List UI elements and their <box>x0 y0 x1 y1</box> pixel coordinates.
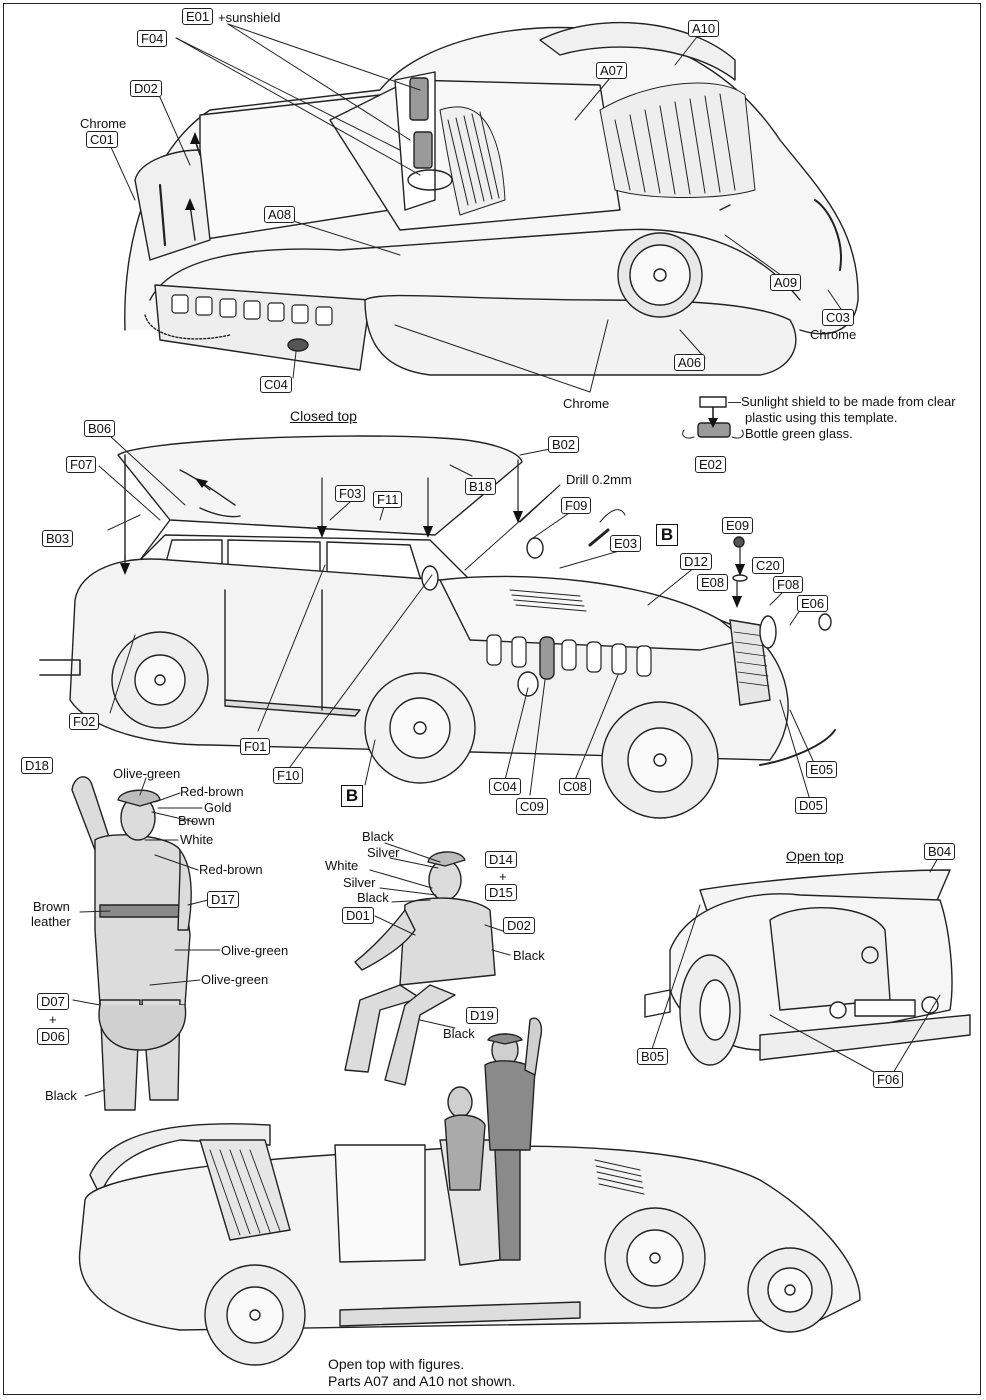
label-d18: D18 <box>21 757 53 774</box>
chrome-note-c03: Chrome <box>810 327 857 342</box>
label-e05: E05 <box>806 761 838 778</box>
label-b04: B04 <box>924 843 956 860</box>
color-olive-green-cap: Olive-green <box>113 766 181 781</box>
car-open-top-with-figures <box>78 1017 861 1366</box>
color-white-collar: White <box>180 832 214 847</box>
top-view-leaders <box>109 23 846 393</box>
drill-note: Drill 0.2mm <box>566 472 632 487</box>
color-black-boots: Black <box>45 1088 77 1103</box>
plus-d14-d15: + <box>499 869 507 884</box>
color-brown: Brown <box>178 813 215 828</box>
color-black-belt: Black <box>513 948 545 963</box>
bottom-caption: Open top with figures. Parts A07 and A10… <box>328 1356 516 1390</box>
label-e01: E01 <box>182 8 214 25</box>
label-f11: F11 <box>373 491 403 508</box>
color-silver-cap: Silver <box>367 845 400 860</box>
color-gold: Gold <box>204 800 232 815</box>
label-f10: F10 <box>273 767 304 784</box>
label-c08: C08 <box>559 778 591 795</box>
callout-b-bottom: B <box>341 785 363 807</box>
label-b03: B03 <box>42 530 74 547</box>
color-red-brown-band: Red-brown <box>199 862 263 877</box>
car-closed-top-view <box>39 435 836 819</box>
label-f02: F02 <box>69 713 100 730</box>
caption-line-2: Parts A07 and A10 not shown. <box>328 1373 516 1389</box>
color-black-legs: Black <box>443 1026 475 1041</box>
open-top-title: Open top <box>786 848 844 864</box>
label-a07: A07 <box>596 62 628 79</box>
driver-leaders <box>369 842 511 1029</box>
sunlight-note-line3: Bottle green glass. <box>745 426 853 441</box>
label-d19: D19 <box>466 1007 498 1024</box>
color-olive-green-trousers: Olive-green <box>201 972 269 987</box>
label-d07: D07 <box>37 993 69 1010</box>
label-b18: B18 <box>465 478 497 495</box>
color-white-driver: White <box>325 858 359 873</box>
label-c04-closed: C04 <box>489 778 521 795</box>
label-e03: E03 <box>610 535 642 552</box>
open-top-leaders <box>649 857 941 1079</box>
label-f07: F07 <box>66 456 97 473</box>
label-d02-top: D02 <box>130 80 162 97</box>
label-e06: E06 <box>797 595 829 612</box>
callout-b-top: B <box>656 524 678 546</box>
label-e09: E09 <box>722 517 754 534</box>
label-d01: D01 <box>342 907 374 924</box>
label-a06: A06 <box>674 354 706 371</box>
label-f09: F09 <box>561 497 592 514</box>
plus-d07-d06: + <box>49 1012 57 1027</box>
color-olive-green-tunic: Olive-green <box>221 943 289 958</box>
caption-line-1: Open top with figures. <box>328 1356 465 1372</box>
label-f04: F04 <box>137 30 168 47</box>
closed-top-title: Closed top <box>290 408 357 424</box>
car-top-interior-view <box>124 21 859 376</box>
page-border <box>3 3 981 1395</box>
label-a09: A09 <box>770 274 802 291</box>
label-d17: D17 <box>207 891 239 908</box>
closed-top-leaders <box>98 435 816 801</box>
sunlight-note-line1: —Sunlight shield to be made from clear <box>728 394 956 409</box>
label-f01: F01 <box>240 738 271 755</box>
figure-officer-standing <box>71 776 192 1111</box>
label-b06: B06 <box>84 420 116 437</box>
label-f08: F08 <box>773 576 804 593</box>
label-d05: D05 <box>795 797 827 814</box>
label-f03: F03 <box>335 485 366 502</box>
color-silver-collar: Silver <box>343 875 376 890</box>
sunshield-template <box>682 396 744 439</box>
label-e02: E02 <box>695 456 727 473</box>
chrome-note-c01: Chrome <box>80 116 127 131</box>
label-a10: A10 <box>688 20 720 37</box>
label-c01: C01 <box>86 131 118 148</box>
label-a08: A08 <box>264 206 296 223</box>
figure-seated-driver <box>344 851 496 1086</box>
label-c09: C09 <box>516 798 548 815</box>
label-d06: D06 <box>37 1028 69 1045</box>
label-d02-driver: D02 <box>503 917 535 934</box>
color-black-cap: Black <box>362 829 394 844</box>
color-red-brown-cap: Red-brown <box>180 784 244 799</box>
label-d14: D14 <box>485 851 517 868</box>
label-e08: E08 <box>697 574 729 591</box>
label-b05: B05 <box>637 1048 669 1065</box>
label-b02: B02 <box>548 436 580 453</box>
label-f06: F06 <box>873 1071 904 1088</box>
officer-leaders <box>72 777 221 1097</box>
label-d12: D12 <box>680 553 712 570</box>
color-brown-leather-1: Brown <box>33 899 70 914</box>
sunlight-note-line2: plastic using this template. <box>745 410 898 425</box>
label-c20: C20 <box>752 557 784 574</box>
car-open-top-rear-view <box>644 869 971 1066</box>
color-black-collar: Black <box>357 890 389 905</box>
label-c04-top: C04 <box>260 376 292 393</box>
sunshield-note: +sunshield <box>218 10 281 25</box>
label-c03: C03 <box>822 309 854 326</box>
chrome-note-bottom: Chrome <box>563 396 610 411</box>
color-brown-leather-2: leather <box>31 914 71 929</box>
label-d15: D15 <box>485 884 517 901</box>
